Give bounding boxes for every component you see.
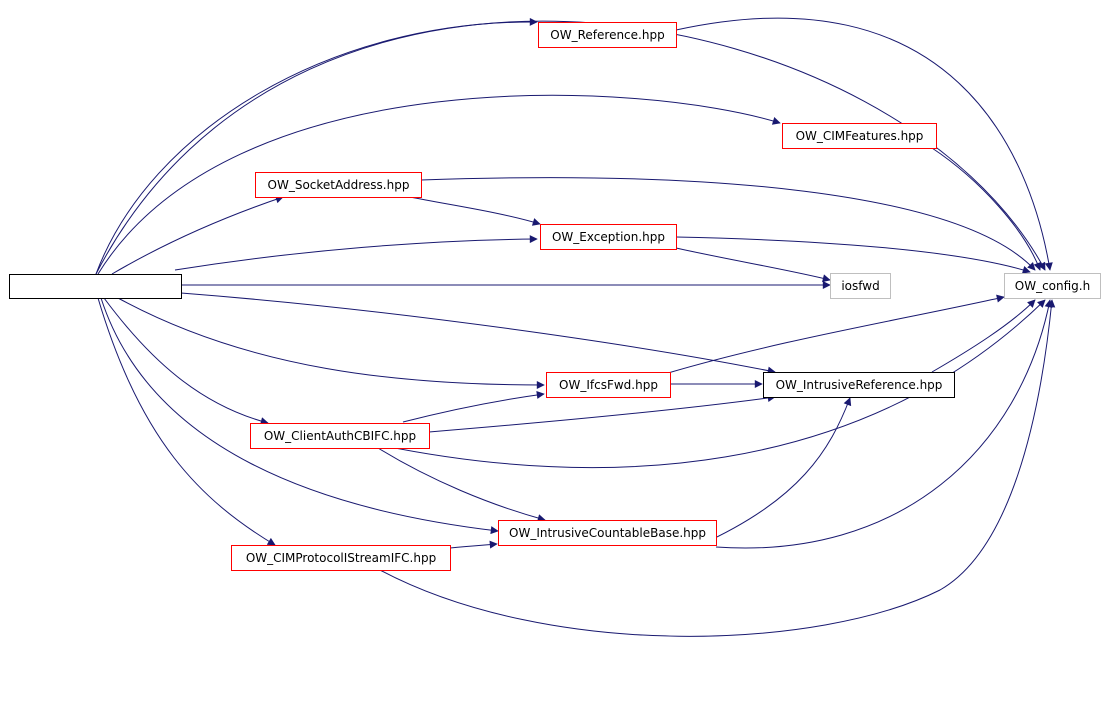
node-label-clientauth: OW_ClientAuthCBIFC.hpp (264, 429, 416, 443)
node-label-iosfwd: iosfwd (841, 279, 879, 293)
edge-socketaddress-to-config (420, 177, 1036, 271)
node-root[interactable]: OW_CIMProtocolIFC.hpp (9, 274, 182, 299)
node-cimfeatures[interactable]: OW_CIMFeatures.hpp (782, 123, 937, 149)
edge-cimfeatures-to-config (931, 147, 1042, 271)
node-label-config: OW_config.h (1015, 279, 1090, 293)
node-ifcsfwd[interactable]: OW_IfcsFwd.hpp (546, 372, 671, 398)
node-streamifc[interactable]: OW_CIMProtocolIStreamIFC.hpp (231, 545, 451, 571)
edge-exception-to-iosfwd (675, 247, 831, 283)
node-label-reference: OW_Reference.hpp (550, 28, 664, 42)
edge-intrusiveref-to-config (931, 299, 1036, 373)
node-box-iosfwd (830, 273, 891, 299)
node-box-root (9, 274, 182, 299)
node-box-streamifc (231, 545, 451, 571)
node-iosfwd[interactable]: iosfwd (830, 273, 891, 299)
edge-root-to-ifcsfwd (117, 297, 545, 389)
node-label-countable: OW_IntrusiveCountableBase.hpp (509, 526, 706, 540)
node-label-streamifc: OW_CIMProtocolIStreamIFC.hpp (246, 551, 436, 565)
node-countable[interactable]: OW_IntrusiveCountableBase.hpp (498, 520, 717, 546)
edge-root-to-reference (95, 17, 538, 275)
nodes: OW_CIMProtocolIFC.hpp OW_Reference.hppOW_… (9, 22, 1101, 571)
node-exception[interactable]: OW_Exception.hpp (540, 224, 677, 250)
node-box-cimfeatures (782, 123, 937, 149)
edge-socketaddress-to-exception (409, 196, 541, 226)
edges (95, 17, 1056, 637)
node-intrusiveref[interactable]: OW_IntrusiveReference.hpp (763, 372, 955, 398)
node-config[interactable]: OW_config.h (1004, 273, 1101, 299)
edge-root-to-socketaddress (111, 195, 284, 275)
edge-countable-to-intrusiveref (699, 397, 852, 546)
edge-root-to-countable (100, 297, 499, 535)
edge-streamifc-to-countable (449, 540, 498, 549)
node-label-exception: OW_Exception.hpp (552, 230, 665, 244)
node-box-exception (540, 224, 677, 250)
edge-streamifc-to-config (379, 299, 1056, 637)
node-socketaddress[interactable]: OW_SocketAddress.hpp (255, 172, 422, 198)
node-label-intrusiveref: OW_IntrusiveReference.hpp (776, 378, 943, 392)
edge-root-to-cimfeatures (97, 94, 781, 275)
edge-root-to-clientauth (103, 297, 269, 426)
node-label-cimfeatures: OW_CIMFeatures.hpp (796, 129, 924, 143)
edge-countable-to-config (715, 299, 1053, 549)
edge-clientauth-to-intrusiveref (428, 394, 776, 433)
edge-root-to-intrusiveref (180, 292, 776, 375)
node-box-ifcsfwd (546, 372, 671, 398)
node-box-countable (498, 520, 717, 546)
edge-exception-to-config (675, 236, 1031, 274)
edge-root-to-exception (174, 235, 538, 271)
node-box-reference (538, 22, 677, 48)
node-box-clientauth (250, 423, 430, 449)
edge-clientauth-to-ifcsfwd (402, 391, 545, 423)
node-box-socketaddress (255, 172, 422, 198)
edge-reference-to-config (675, 17, 1053, 271)
edge-ifcsfwd-to-config (667, 294, 1005, 374)
node-label-root: OW_CIMProtocolIFC.hpp (24, 280, 167, 294)
node-reference[interactable]: OW_Reference.hpp (538, 22, 677, 48)
node-label-socketaddress: OW_SocketAddress.hpp (268, 178, 410, 192)
edge-clientauth-to-config (379, 299, 1046, 469)
node-box-intrusiveref (763, 372, 955, 398)
node-label-ifcsfwd: OW_IfcsFwd.hpp (559, 378, 658, 392)
edge-clientauth-to-countable (377, 447, 546, 522)
node-box-config (1004, 273, 1101, 299)
edge-root-to-streamifc (97, 297, 276, 546)
node-clientauth[interactable]: OW_ClientAuthCBIFC.hpp (250, 423, 430, 449)
